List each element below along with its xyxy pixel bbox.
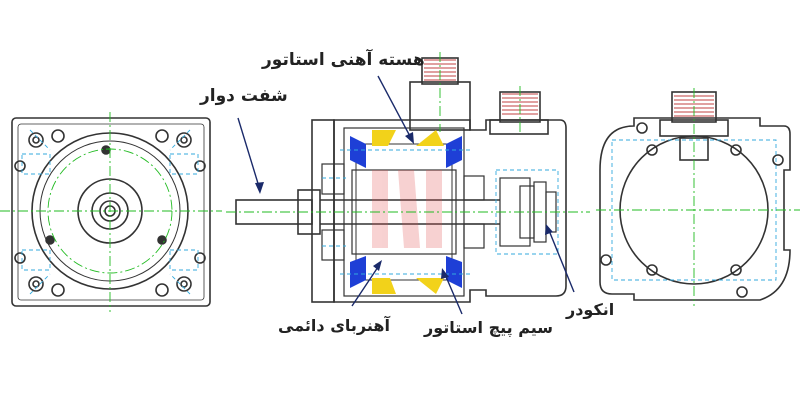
front-view	[11, 117, 211, 307]
rear-connector-threads	[674, 95, 714, 117]
rear-centerlines	[596, 88, 800, 306]
label-stator-core: هسته آهنی استاتور	[262, 50, 425, 70]
label-stator-winding: سیم پیچ استاتور	[424, 318, 554, 337]
arrow-heads	[255, 132, 553, 279]
label-rotor-shaft: شفت دوار	[200, 86, 288, 106]
front-view-centerlines	[0, 112, 222, 312]
section-hidden-lines	[322, 149, 559, 275]
rear-view	[599, 91, 791, 301]
label-encoder: انکودر	[566, 300, 615, 319]
connector-threads	[424, 59, 538, 115]
watermark-logo	[372, 170, 442, 248]
leader-lines	[237, 75, 575, 315]
label-permanent-magnet: آهنربای دائمی	[278, 316, 390, 335]
section-centerlines	[226, 52, 590, 213]
stator-windings	[350, 130, 462, 294]
front-view-hidden-lines	[21, 129, 199, 295]
